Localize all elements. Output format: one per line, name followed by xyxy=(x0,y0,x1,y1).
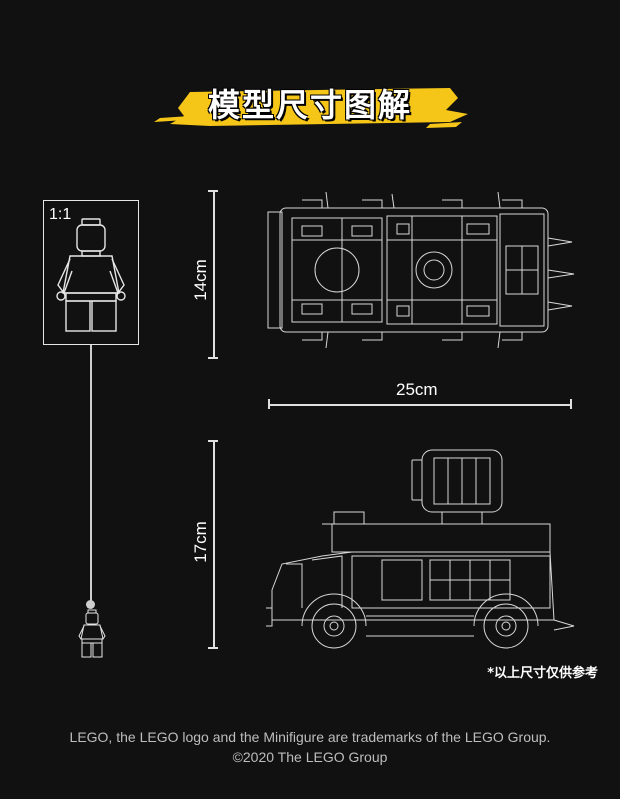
title-banner: 模型尺寸图解 xyxy=(150,70,470,132)
scale-label: 1:1 xyxy=(49,206,72,223)
width-label: 14cm xyxy=(191,259,210,301)
vehicle-top-view-drawing xyxy=(267,191,575,349)
leader-dot xyxy=(86,600,95,609)
length-cap-right xyxy=(570,399,572,409)
page-title: 模型尺寸图解 xyxy=(207,86,412,124)
trademark-text: LEGO, the LEGO logo and the Minifigure a… xyxy=(69,729,551,745)
width-cap-top xyxy=(208,190,218,192)
height-cap-bottom xyxy=(208,647,218,649)
height-dimension-line xyxy=(213,440,215,648)
scale-frame: 1:1 xyxy=(43,200,139,345)
height-cap-top xyxy=(208,440,218,442)
length-cap-left xyxy=(268,399,270,409)
vehicle-side-view-drawing xyxy=(266,449,575,649)
leader-line xyxy=(90,345,92,607)
width-dimension-line xyxy=(213,190,215,358)
brush-stroke-decoration xyxy=(154,88,468,128)
copyright-text: ©2020 The LEGO Group xyxy=(232,749,388,765)
width-cap-bottom xyxy=(208,357,218,359)
length-label: 25cm xyxy=(396,380,438,399)
height-label: 17cm xyxy=(191,521,210,563)
length-dimension-line xyxy=(268,404,571,406)
reference-note: *以上尺寸仅供参考 xyxy=(487,666,598,681)
minifigure-large-icon xyxy=(56,218,126,332)
minifigure-small-icon xyxy=(78,609,106,658)
